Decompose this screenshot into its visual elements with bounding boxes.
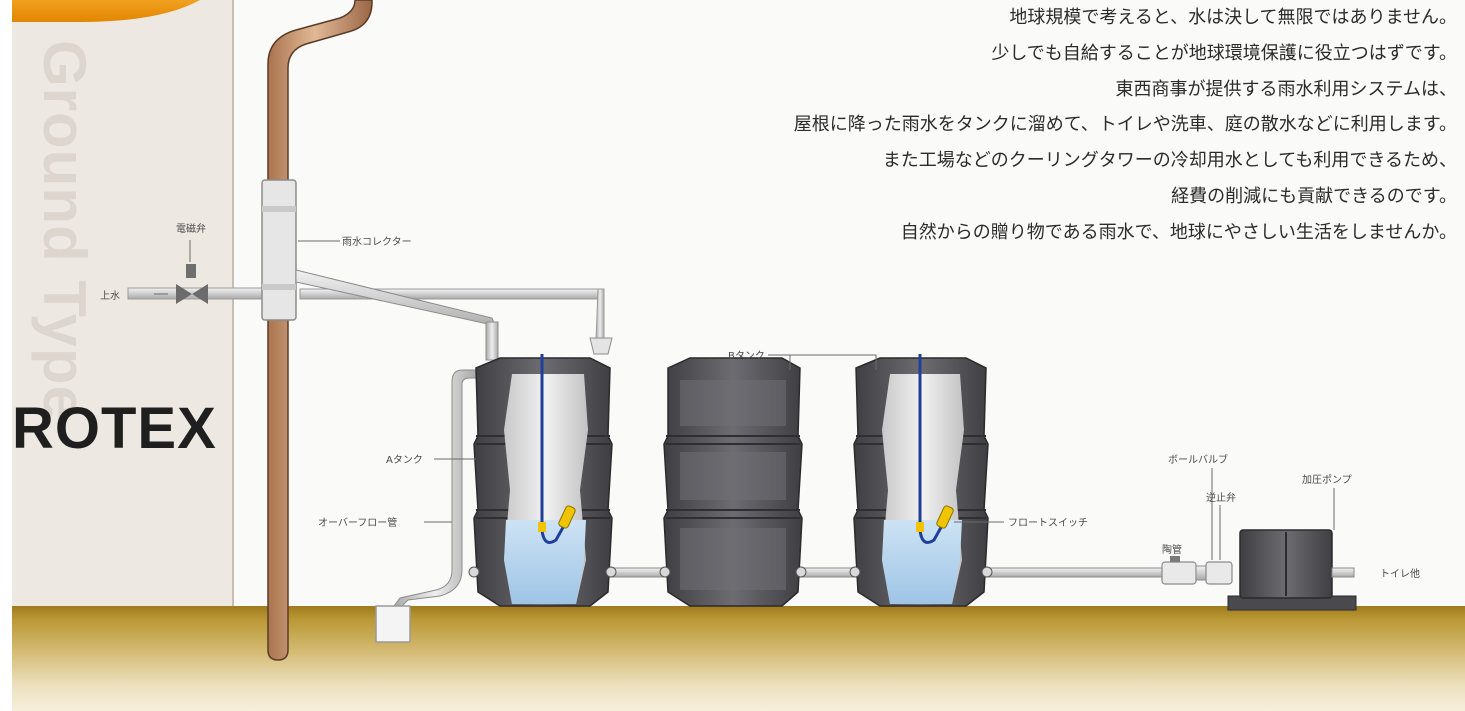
intro-line: 屋根に降った雨水をタンクに溜めて、トイレや洗車、庭の散水などに利用します。	[793, 114, 1457, 136]
label-tank-b: Bタンク	[728, 350, 765, 362]
pressure-pump	[1227, 529, 1357, 611]
tank-b	[663, 357, 803, 607]
label-tank-a: Aタンク	[386, 454, 423, 466]
label-check-valve: 逆止弁	[1206, 491, 1236, 504]
intro-line: 地球規模で考えると、水は決して無限ではありません。	[1009, 7, 1457, 28]
intro-line: また工場などのクーリングタワーの冷却用水としても利用できるため、	[882, 150, 1457, 172]
orange-corner-shape	[12, 0, 200, 22]
intro-line: 少しでも自給することが地球環境保護に役立つはずです。	[991, 42, 1457, 64]
label-overflow-pipe: オーバーフロー管	[318, 516, 397, 529]
vertical-caption: Ground Type	[31, 40, 98, 420]
left-margin	[0, 0, 12, 711]
ball-valve	[1161, 556, 1197, 585]
label-pressure-pump: 加圧ポンプ	[1302, 474, 1352, 486]
label-solenoid-valve: 電磁弁	[176, 222, 206, 235]
intro-line: 自然からの贈り物である雨水で、地球にやさしい生活をしませんか。	[900, 221, 1457, 243]
label-float-switch: フロートスイッチ	[1008, 517, 1088, 529]
label-tap-water: 上水	[100, 290, 120, 302]
intro-text: 地球規模で考えると、水は決して無限ではありません。 少しでも自給することが地球環…	[557, 0, 1457, 251]
intro-line: 経費の削減にも貢献できるのです。	[1171, 185, 1457, 207]
label-rain-collector: 雨水コレクター	[342, 236, 412, 248]
label-ball-valve: ボールバルブ	[1168, 453, 1228, 466]
downpipe	[267, 0, 373, 661]
overflow-pipe	[375, 369, 477, 643]
ground	[12, 606, 1465, 711]
wall-edge-line	[232, 0, 234, 610]
rain-collector	[261, 179, 499, 361]
check-valve	[1195, 561, 1233, 585]
house-wall	[12, 0, 232, 610]
solenoid-valve	[176, 264, 208, 304]
label-to-toilet: トイレ他	[1380, 567, 1420, 580]
intro-line: 東西商事が提供する雨水利用システムは、	[1115, 78, 1457, 100]
label-drain: 陶管	[1162, 543, 1182, 556]
leader-lines	[154, 240, 1335, 560]
tank-c	[853, 354, 989, 607]
tank-a	[473, 354, 613, 607]
rotex-logo: ROTEX	[12, 396, 217, 461]
